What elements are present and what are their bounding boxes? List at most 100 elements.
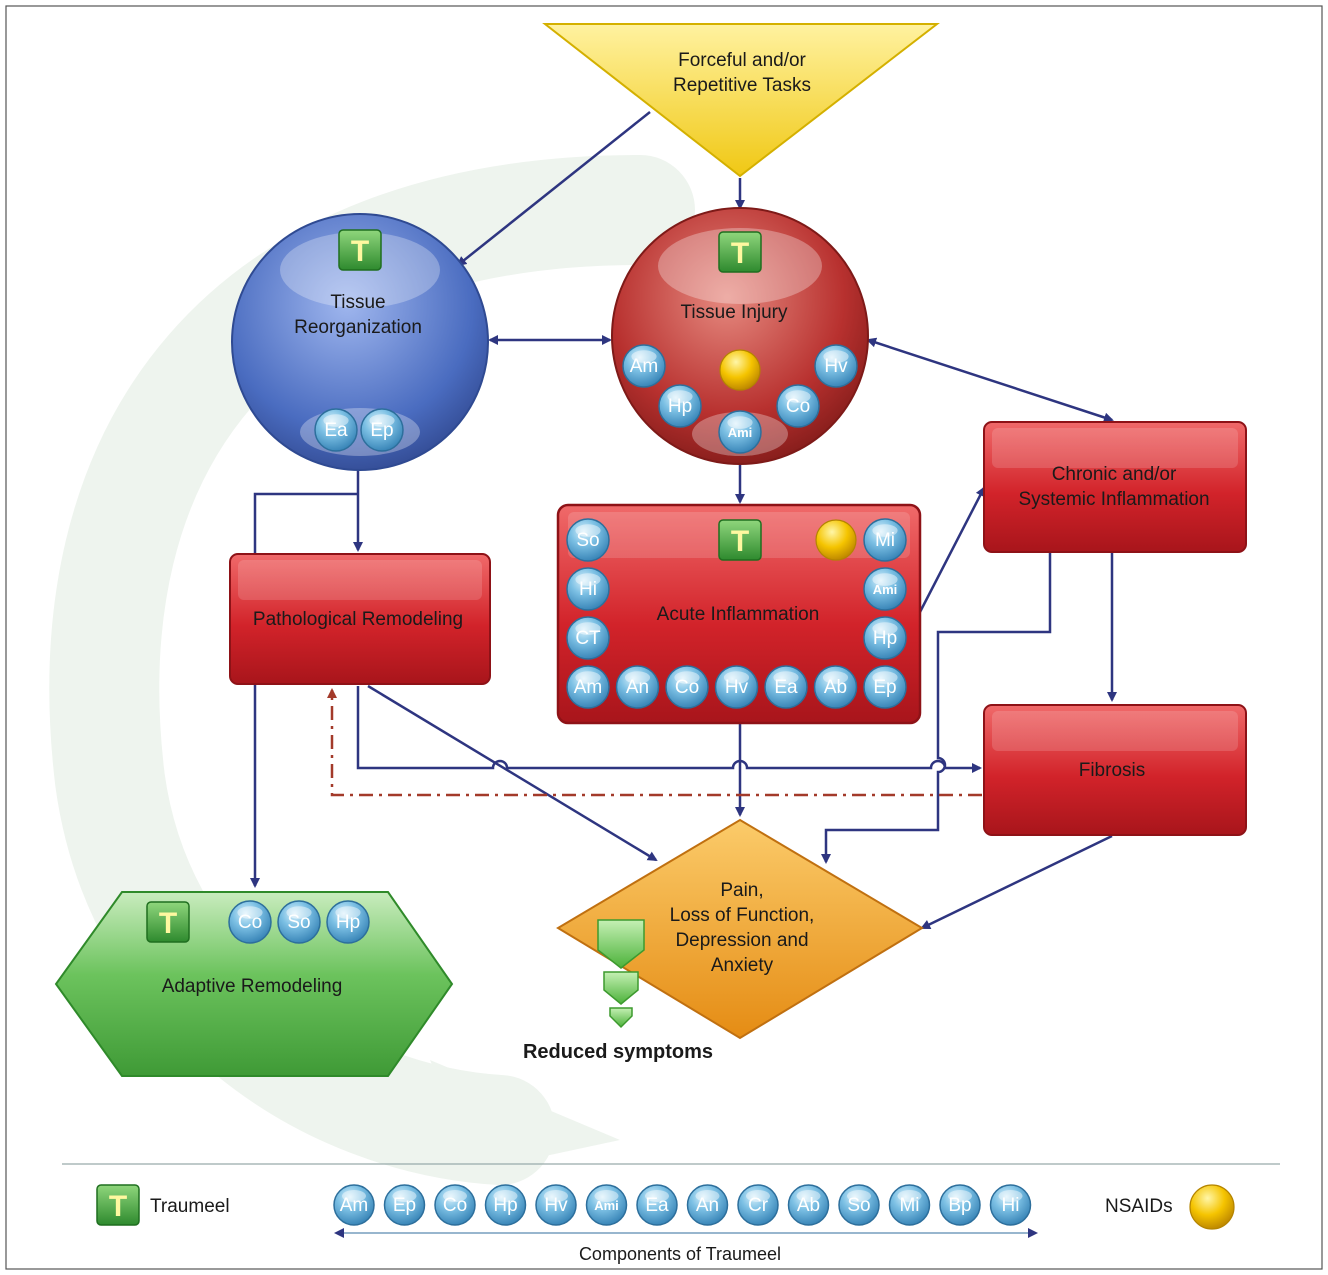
legend-component-am-circle (333, 1184, 375, 1226)
chronic-gloss (992, 428, 1238, 468)
acute-left-component-ct: CT (566, 616, 610, 660)
legend-component-hv: Hv (535, 1184, 577, 1226)
acute-bottom-component-ea-label: Ea (774, 677, 798, 698)
legend-component-ep-circle (383, 1184, 426, 1226)
acute-traumeel-badge-letter: T (731, 525, 749, 558)
acute-bottom-component-an-circle (615, 665, 660, 709)
acute-bottom-component-an-shine (624, 671, 651, 684)
legend-component-bp-circle (939, 1184, 981, 1226)
acute-traumeel-badge: T (718, 519, 762, 561)
acute-traumeel-badge-square (718, 519, 762, 561)
legend-component-ab-shine (796, 1190, 821, 1202)
tasks-triangle (542, 23, 940, 178)
adaptive-traumeel-badge: T (146, 901, 190, 943)
down-arrow-3 (609, 1007, 633, 1029)
acute-right-component-hp-label: Hp (873, 628, 897, 649)
injury-component-hv-label: Hv (824, 356, 848, 377)
acute-bottom-component-am-label: Am (574, 677, 603, 698)
pain-label-line-4: Anxiety (711, 955, 774, 976)
injury-component-co-shine (785, 390, 811, 403)
legend-component-hp-shine (493, 1190, 518, 1202)
legend-traumeel-label: Traumeel (150, 1196, 230, 1217)
legend-component-ami-circle (585, 1184, 628, 1226)
tasks-label-line-2: Repetitive Tasks (673, 75, 811, 96)
legend-component-an-circle (686, 1184, 729, 1226)
legend-component-co-circle (434, 1184, 476, 1226)
legend-component-am-shine (342, 1190, 366, 1202)
dashed-arrow-fibrosis-to-pathological (327, 688, 982, 797)
legend-nsaid-marker (1189, 1184, 1235, 1230)
acute-nsaid-marker-circle (815, 519, 857, 561)
fibrosis-box (983, 704, 1247, 836)
down-arrow-1 (597, 919, 645, 969)
legend-component-ea-shine (645, 1190, 669, 1202)
legend-component-hp: Hp (484, 1184, 527, 1226)
chronic-box (983, 421, 1247, 553)
legend-component-so-label: So (847, 1195, 870, 1216)
injury-component-am: Am (622, 344, 666, 388)
legend-component-ep-label: Ep (393, 1195, 416, 1216)
injury-component-ami: Ami (718, 410, 762, 454)
acute-left-component-hi-label: Hi (579, 579, 597, 600)
injury-component-ami-circle (718, 410, 762, 454)
legend-component-so-shine (847, 1190, 871, 1202)
acute-right-component-ami-label: Ami (873, 582, 898, 597)
reorganization-component-ea-shine (323, 414, 349, 427)
pain-label-line-2: Loss of Function, (670, 905, 815, 926)
acute-bottom-component-an: An (615, 665, 660, 709)
pathological-gloss (238, 560, 482, 600)
legend-component-an: An (686, 1184, 729, 1226)
acute-bottom-component-ep-label: Ep (873, 677, 896, 698)
acute-bottom-component-am-shine (575, 671, 601, 684)
reorganization-component-ep: Ep (360, 408, 404, 452)
legend-component-an-label: An (696, 1195, 719, 1216)
acute-left-component-ct-shine (575, 622, 601, 635)
injury-component-hp-label: Hp (668, 396, 692, 417)
injury-traumeel-badge-square (718, 231, 762, 273)
legend-component-co: Co (434, 1184, 476, 1226)
acute-label: Acute Inflammation (657, 604, 820, 625)
injury-component-hp-circle (658, 384, 702, 428)
reorganization-circle (231, 213, 489, 471)
acute-bottom-component-co-shine (674, 671, 700, 684)
legend-component-so: So (838, 1184, 880, 1226)
adaptive-component-so: So (277, 900, 321, 944)
acute-right-component-ami: Ami (863, 567, 907, 611)
acute-left-component-ct-label: CT (575, 628, 601, 649)
injury-component-ami-label: Ami (728, 425, 753, 440)
connector-group (250, 111, 1117, 930)
legend-component-hv-shine (544, 1190, 568, 1202)
acute-bottom-component-hv-label: Hv (725, 677, 749, 698)
legend-component-am: Am (333, 1184, 375, 1226)
legend-nsaid-marker-circle (1189, 1184, 1235, 1230)
legend-component-ami: Ami (585, 1184, 628, 1226)
acute-bottom-component-hv-circle (714, 665, 759, 709)
arrow-pathological-to-fibrosis (356, 686, 982, 773)
injury-traumeel-badge: T (718, 231, 762, 273)
chronic-label-line-1: Chronic and/or (1052, 464, 1177, 485)
arrow-acute-to-chronic (918, 486, 986, 613)
legend-component-ep: Ep (383, 1184, 426, 1226)
adaptive-component-so-circle (277, 900, 321, 944)
injury-component-co: Co (776, 384, 820, 428)
reduced-symptoms-arrows (597, 919, 645, 1029)
legend-component-hp-label: Hp (493, 1195, 517, 1216)
adaptive-component-co-shine (237, 906, 263, 919)
acute-right-component-ami-circle (863, 567, 907, 611)
fibrosis-label: Fibrosis (1079, 760, 1146, 781)
legend-component-ami-label: Ami (594, 1198, 619, 1213)
arrow-pathological-to-pain (367, 684, 658, 862)
legend-component-cr-circle (737, 1184, 779, 1226)
legend-component-ea-circle (636, 1184, 678, 1226)
arrow-tasks-to-reorganization (456, 111, 651, 267)
injury-component-hv-shine (823, 350, 849, 363)
reorganization-traumeel-badge-letter: T (351, 235, 369, 268)
acute-bottom-component-am: Am (566, 665, 610, 709)
acute-bottom-component-co-label: Co (675, 677, 699, 698)
acute-bottom-component-ab: Ab (813, 665, 858, 709)
acute-bottom-component-an-label: An (626, 677, 649, 698)
injury-nsaid-marker-circle (719, 349, 761, 391)
node-fibrosis: Fibrosis (983, 704, 1247, 836)
